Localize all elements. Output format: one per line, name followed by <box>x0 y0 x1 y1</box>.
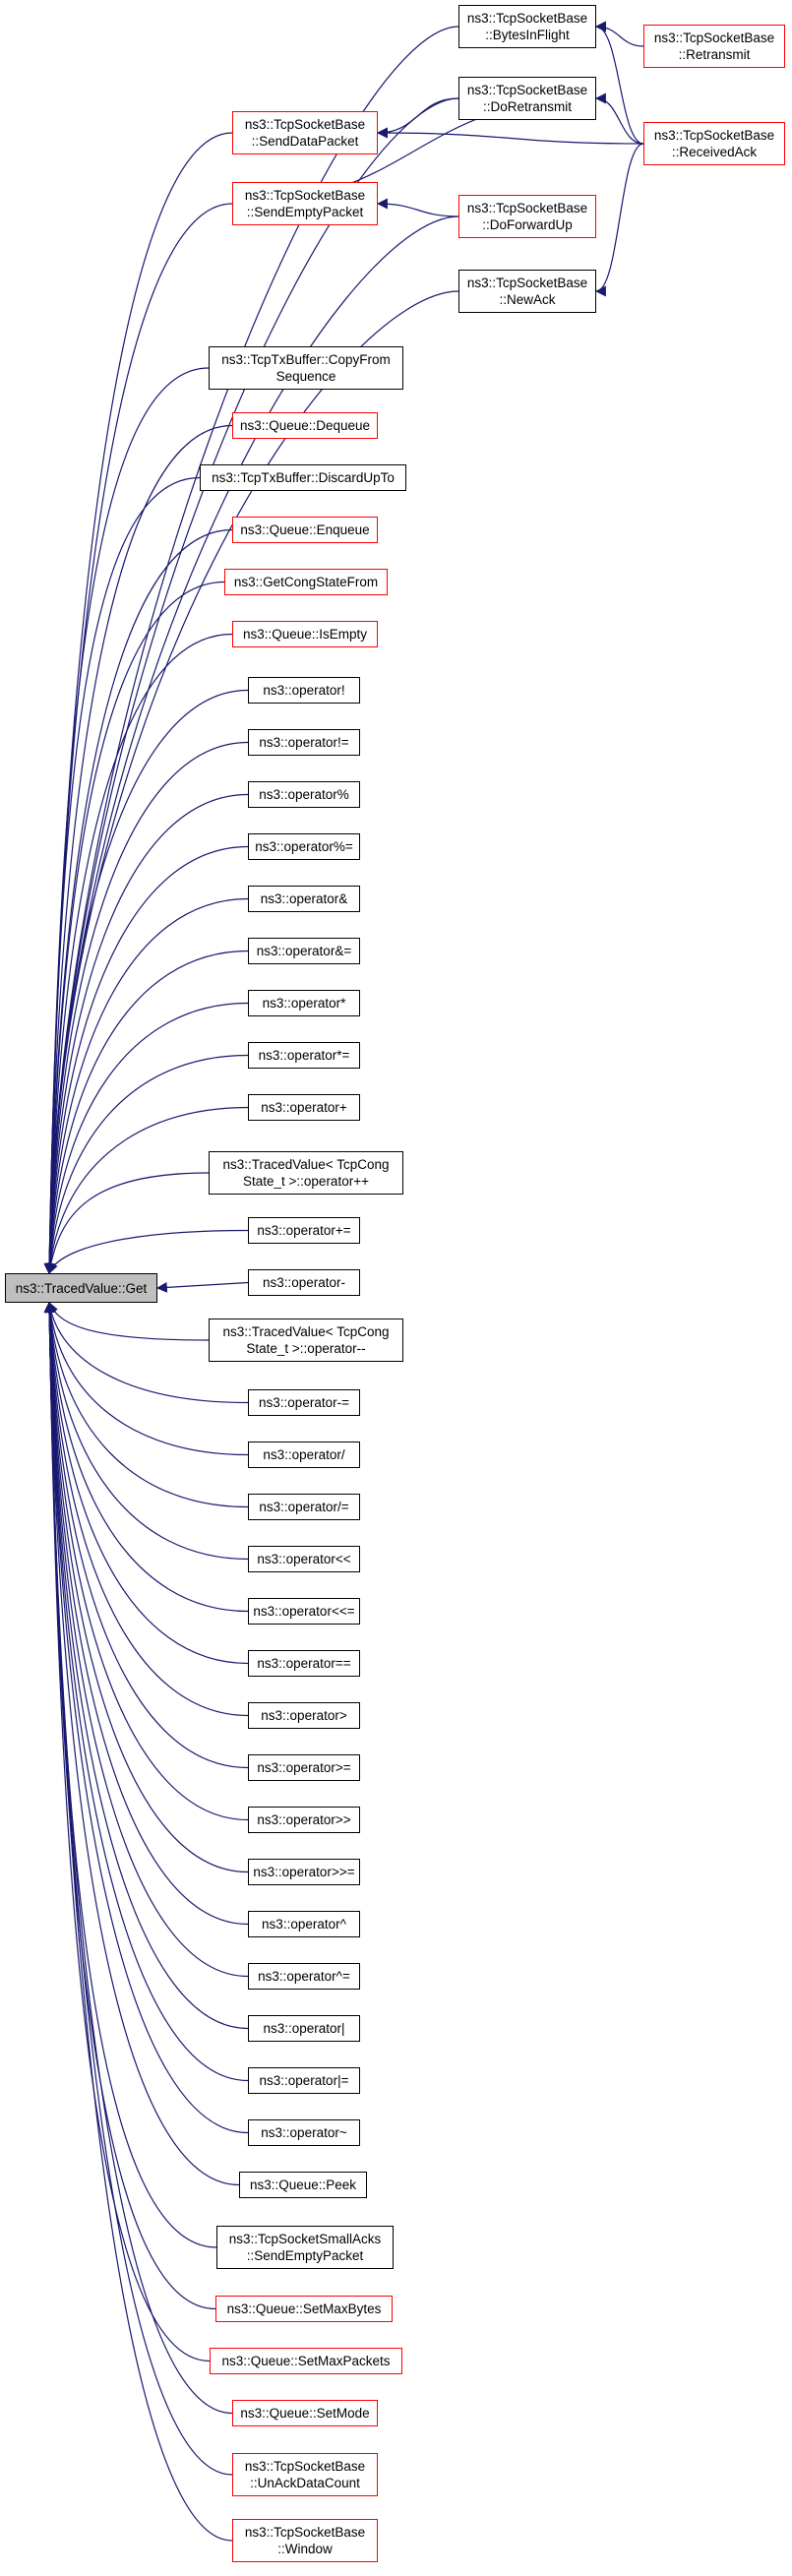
edge-op_dec-to-root <box>47 1301 210 1341</box>
edge-receivedack-to-bytesinflight <box>594 21 644 145</box>
node-isempty[interactable]: ns3::Queue::IsEmpty <box>232 621 378 647</box>
node-op_dec[interactable]: ns3::TracedValue< TcpCong State_t >::ope… <box>209 1319 403 1362</box>
node-op_plus[interactable]: ns3::operator+ <box>248 1094 360 1121</box>
edge-op_mul-to-root <box>44 1002 249 1275</box>
node-retransmit[interactable]: ns3::TcpSocketBase ::Retransmit <box>643 25 785 68</box>
edge-op_or-to-root <box>43 1301 249 2030</box>
edge-doforwardup-to-sendemptypacket <box>376 198 459 217</box>
node-doforwardup[interactable]: ns3::TcpSocketBase ::DoForwardUp <box>458 195 596 238</box>
node-setmaxbytes[interactable]: ns3::Queue::SetMaxBytes <box>215 2296 393 2322</box>
node-op_tilde[interactable]: ns3::operator~ <box>248 2119 360 2146</box>
edge-op_ne-to-root <box>43 741 249 1275</box>
node-op_xor[interactable]: ns3::operator^ <box>248 1911 360 1937</box>
edge-op_xoreq-to-root <box>43 1301 249 1978</box>
node-op_gt[interactable]: ns3::operator> <box>248 1702 360 1729</box>
edge-op_muleq-to-root <box>44 1054 249 1275</box>
edge-receivedack-to-senddatapacket <box>376 127 644 145</box>
edge-op_pluseq-to-root <box>47 1229 249 1275</box>
edge-peek-to-root <box>43 1301 240 2186</box>
edge-newack-to-root <box>43 290 459 1275</box>
node-op_mod[interactable]: ns3::operator% <box>248 781 360 808</box>
node-op_muleq[interactable]: ns3::operator*= <box>248 1042 360 1069</box>
edge-receivedack-to-doretransmit <box>594 92 644 145</box>
node-smallacks[interactable]: ns3::TcpSocketSmallAcks ::SendEmptyPacke… <box>216 2226 394 2269</box>
node-op_not[interactable]: ns3::operator! <box>248 677 360 704</box>
node-discardupto[interactable]: ns3::TcpTxBuffer::DiscardUpTo <box>200 464 406 491</box>
edge-op_not-to-root <box>43 689 249 1275</box>
edge-getcongstatefrom-to-root <box>43 581 225 1275</box>
node-op_inc[interactable]: ns3::TracedValue< TcpCong State_t >::ope… <box>209 1151 403 1195</box>
node-setmode[interactable]: ns3::Queue::SetMode <box>232 2400 378 2426</box>
node-op_mul[interactable]: ns3::operator* <box>248 990 360 1016</box>
edge-dequeue-to-root <box>43 424 233 1275</box>
node-op_minuseq[interactable]: ns3::operator-= <box>248 1389 360 1416</box>
node-getcongstatefrom[interactable]: ns3::GetCongStateFrom <box>224 569 388 595</box>
node-op_shleq[interactable]: ns3::operator<<= <box>248 1598 360 1625</box>
edge-op_shr-to-root <box>43 1301 249 1821</box>
edge-op_shl-to-root <box>44 1301 249 1561</box>
node-op_shreq[interactable]: ns3::operator>>= <box>248 1859 360 1885</box>
edge-isempty-to-root <box>43 633 233 1275</box>
edge-op_tilde-to-root <box>43 1301 249 2134</box>
edge-op_ge-to-root <box>43 1301 249 1769</box>
node-op_oreq[interactable]: ns3::operator|= <box>248 2067 360 2094</box>
node-setmaxpackets[interactable]: ns3::Queue::SetMaxPackets <box>210 2348 402 2374</box>
edge-op_eq-to-root <box>43 1301 249 1665</box>
edge-op_diveq-to-root <box>44 1301 249 1508</box>
edge-op_minus-to-root <box>155 1281 249 1293</box>
edge-op_plus-to-root <box>44 1106 249 1275</box>
edge-sendemptypacket-to-root <box>43 203 233 1275</box>
node-op_andeq[interactable]: ns3::operator&= <box>248 938 360 964</box>
root-node-tracedvalue-get: ns3::TracedValue::Get <box>5 1273 157 1303</box>
node-senddatapacket[interactable]: ns3::TcpSocketBase ::SendDataPacket <box>232 111 378 154</box>
edge-op_div-to-root <box>44 1301 249 1456</box>
node-unackdatacount[interactable]: ns3::TcpSocketBase ::UnAckDataCount <box>232 2453 378 2496</box>
edge-op_and-to-root <box>43 897 249 1275</box>
edge-discardupto-to-root <box>43 476 201 1275</box>
edge-op_inc-to-root <box>45 1172 210 1275</box>
node-op_modeq[interactable]: ns3::operator%= <box>248 833 360 860</box>
node-op_or[interactable]: ns3::operator| <box>248 2015 360 2042</box>
node-op_and[interactable]: ns3::operator& <box>248 886 360 912</box>
edge-window-to-root <box>43 1301 233 2542</box>
node-op_shr[interactable]: ns3::operator>> <box>248 1807 360 1833</box>
edge-op_modeq-to-root <box>43 845 249 1275</box>
node-op_ge[interactable]: ns3::operator>= <box>248 1754 360 1781</box>
node-enqueue[interactable]: ns3::Queue::Enqueue <box>232 517 378 543</box>
node-op_ne[interactable]: ns3::operator!= <box>248 729 360 756</box>
edge-op_xor-to-root <box>43 1301 249 1926</box>
node-newack[interactable]: ns3::TcpSocketBase ::NewAck <box>458 270 596 313</box>
edge-op_oreq-to-root <box>43 1301 249 2082</box>
edge-receivedack-to-newack <box>594 143 644 297</box>
node-op_diveq[interactable]: ns3::operator/= <box>248 1494 360 1520</box>
edge-op_gt-to-root <box>43 1301 249 1717</box>
node-window[interactable]: ns3::TcpSocketBase ::Window <box>232 2519 378 2562</box>
edge-op_shleq-to-root <box>44 1301 249 1613</box>
edge-retransmit-to-bytesinflight <box>594 21 644 47</box>
node-op_pluseq[interactable]: ns3::operator+= <box>248 1217 360 1244</box>
node-copyfromsequence[interactable]: ns3::TcpTxBuffer::CopyFrom Sequence <box>209 346 403 390</box>
node-op_minus[interactable]: ns3::operator- <box>248 1269 360 1296</box>
edge-op_minuseq-to-root <box>45 1301 249 1404</box>
node-doretransmit[interactable]: ns3::TcpSocketBase ::DoRetransmit <box>458 77 596 120</box>
node-peek[interactable]: ns3::Queue::Peek <box>239 2172 367 2198</box>
edge-doretransmit-to-senddatapacket <box>376 97 459 139</box>
edge-layer <box>43 21 644 2542</box>
edge-op_shreq-to-root <box>43 1301 249 1873</box>
edge-op_mod-to-root <box>43 793 249 1275</box>
node-sendemptypacket[interactable]: ns3::TcpSocketBase ::SendEmptyPacket <box>232 182 378 225</box>
node-receivedack[interactable]: ns3::TcpSocketBase ::ReceivedAck <box>643 122 785 165</box>
node-bytesinflight[interactable]: ns3::TcpSocketBase ::BytesInFlight <box>458 5 596 48</box>
edge-setmaxpackets-to-root <box>43 1301 211 2362</box>
node-dequeue[interactable]: ns3::Queue::Dequeue <box>232 412 378 439</box>
node-op_xoreq[interactable]: ns3::operator^= <box>248 1963 360 1990</box>
node-op_shl[interactable]: ns3::operator<< <box>248 1546 360 1572</box>
edge-op_andeq-to-root <box>44 950 249 1275</box>
node-op_eq[interactable]: ns3::operator== <box>248 1650 360 1677</box>
node-op_div[interactable]: ns3::operator/ <box>248 1441 360 1468</box>
